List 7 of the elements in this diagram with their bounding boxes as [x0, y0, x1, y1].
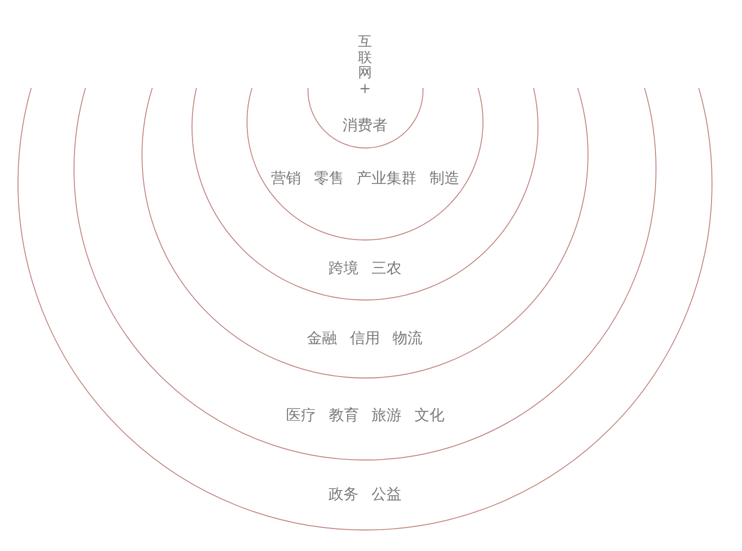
- vertical-title: 互联网+: [357, 35, 373, 97]
- band-label: 金融 信用 物流: [307, 329, 423, 347]
- band-label: 医疗 教育 旅游 文化: [286, 406, 444, 424]
- band-label: 跨境 三农: [328, 259, 402, 277]
- band-label: 政务 公益: [328, 485, 402, 503]
- band-label: 营销 零售 产业集群 制造: [271, 169, 460, 187]
- band-label: 消费者: [342, 116, 388, 134]
